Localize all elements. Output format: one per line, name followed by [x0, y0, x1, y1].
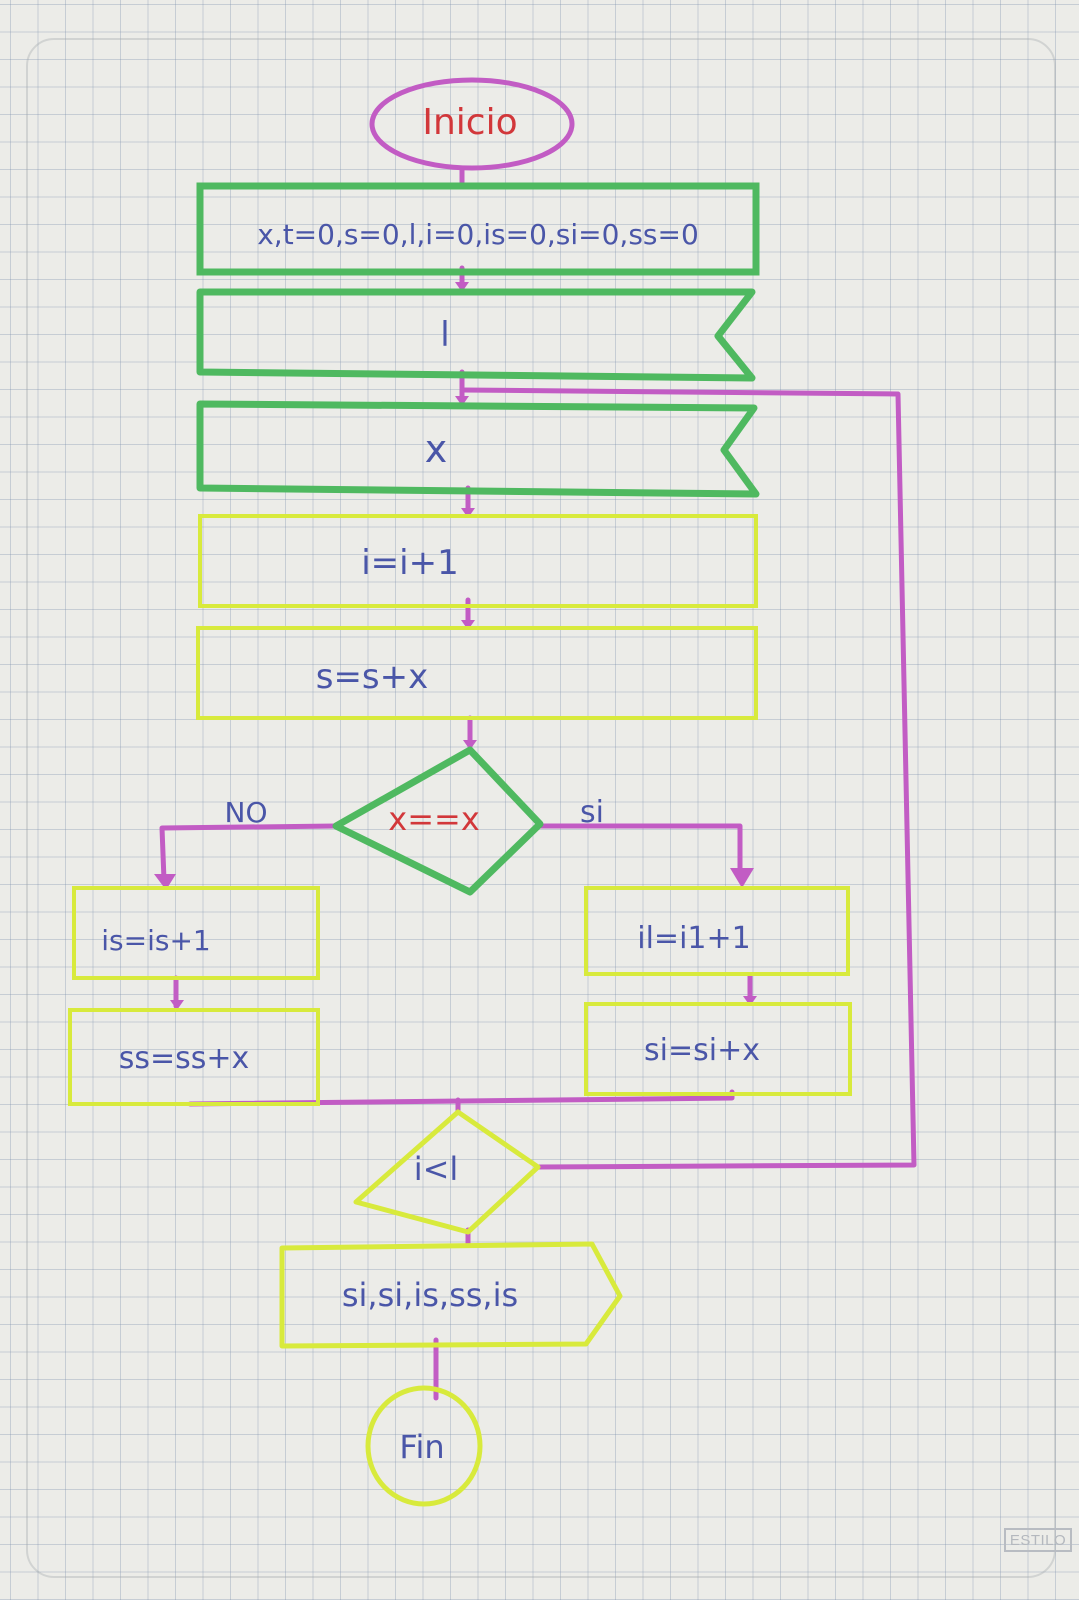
init-label: x,t=0,s=0,l,i=0,is=0,si=0,ss=0	[257, 218, 699, 251]
counter-label: i=i+1	[361, 543, 459, 583]
connector-yes-branch	[535, 823, 743, 881]
arrowhead-sum	[461, 620, 475, 630]
start-terminal	[369, 77, 575, 171]
brand-stamp: ESTILO	[1004, 1528, 1072, 1552]
connector-no-branch	[159, 823, 339, 883]
yes-step1-box	[584, 886, 850, 976]
decision-diamond	[332, 746, 544, 896]
connector-loop-back	[459, 387, 917, 1170]
arrowhead-counter	[461, 508, 475, 518]
arrowhead-yes-steps	[743, 996, 757, 1006]
sum-label: s=s+x	[316, 657, 429, 697]
yes-step1-label: il=i1+1	[637, 921, 750, 956]
no-step2-label: ss=ss+x	[119, 1041, 250, 1076]
arrowhead-no	[154, 874, 176, 890]
output-display-shape	[279, 1241, 623, 1349]
loop-decision-diamond	[353, 1109, 541, 1235]
end-terminal	[365, 1385, 483, 1507]
arrowhead-readx	[455, 396, 469, 406]
arrowhead-no-steps	[170, 1000, 184, 1010]
sum-process-box	[196, 626, 758, 720]
arrowhead-decision	[463, 740, 477, 750]
no-step2-box	[68, 1008, 320, 1106]
input-l-shape	[196, 288, 756, 382]
decision-label: x==x	[388, 800, 480, 838]
loop-label: i<l	[414, 1150, 459, 1188]
output-label: si,si,is,ss,is	[342, 1276, 518, 1314]
branch-yes-label: si	[580, 795, 604, 830]
yes-step2-label: si=si+x	[644, 1033, 760, 1068]
no-step1-label: is=is+1	[101, 924, 210, 957]
arrowhead-readl	[455, 282, 469, 292]
end-label: Fin	[399, 1428, 444, 1466]
sheet-edge	[26, 38, 1056, 1578]
branch-no-label: NO	[225, 796, 268, 829]
counter-process-box	[198, 514, 758, 608]
yes-step2-box	[584, 1002, 852, 1096]
input-l-label: l	[440, 315, 449, 355]
input-x-label: x	[425, 427, 448, 471]
input-x-shape	[196, 400, 760, 498]
init-process-box	[196, 182, 760, 276]
start-label: Inicio	[422, 102, 517, 143]
arrowhead-yes	[730, 868, 754, 888]
no-step1-box	[72, 886, 320, 980]
